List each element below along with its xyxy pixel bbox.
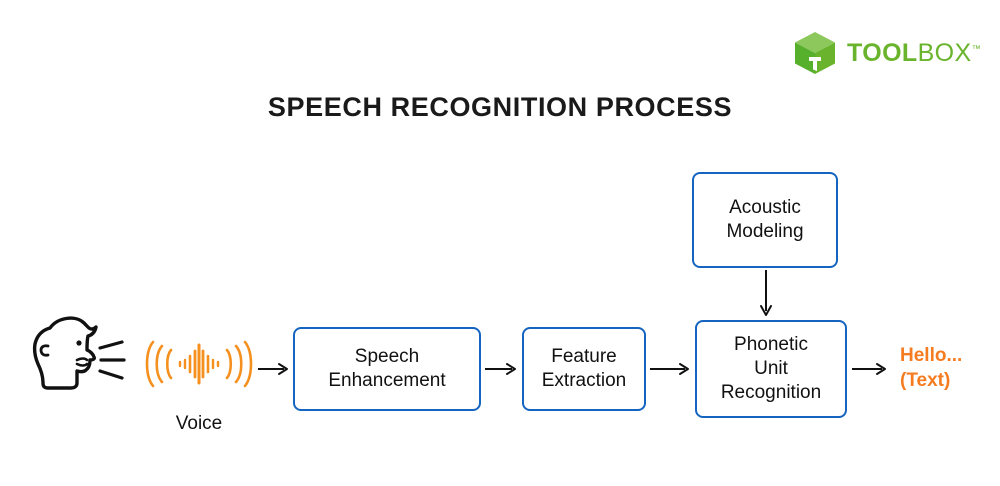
box-label-line3: Recognition xyxy=(720,382,822,404)
page-title: SPEECH RECOGNITION PROCESS xyxy=(267,92,733,122)
process-box-speech-enhancement[interactable]: Speech Enhancement xyxy=(293,327,481,411)
box-label-line1: Feature xyxy=(551,345,617,367)
box-label-line2: Modeling xyxy=(726,221,804,242)
box-label-line1: Speech xyxy=(354,345,420,367)
output-text: Hello... (Text) xyxy=(900,344,962,393)
toolbox-cube-icon xyxy=(795,32,835,74)
box-label-line2: Enhancement xyxy=(328,370,446,391)
box-label: Acoustic Modeling xyxy=(726,196,803,245)
box-label: Phonetic Unit Recognition xyxy=(721,333,821,406)
box-label-line1: Phonetic xyxy=(734,333,808,355)
voice-label: Voice xyxy=(175,413,223,434)
sound-wave-icon xyxy=(145,340,253,388)
output-text-line1: Hello... xyxy=(900,345,963,366)
process-box-feature-extraction[interactable]: Feature Extraction xyxy=(522,327,646,411)
arrow-acoustic-modeling-to-phonetic-unit-recognition xyxy=(760,270,772,316)
arrow-phonetic-unit-recognition-to-output xyxy=(852,362,888,376)
brand-name-bold: TOOL xyxy=(847,38,918,67)
brand-name-light: BOX xyxy=(917,38,972,67)
box-label-line2: Unit xyxy=(754,357,788,379)
output-text-line2: (Text) xyxy=(900,369,951,391)
process-box-acoustic-modeling[interactable]: Acoustic Modeling xyxy=(692,172,838,268)
box-label: Feature Extraction xyxy=(542,345,626,394)
box-label-line2: Extraction xyxy=(541,370,627,391)
process-box-phonetic-unit-recognition[interactable]: Phonetic Unit Recognition xyxy=(695,320,847,418)
box-label-line1: Acoustic xyxy=(729,196,801,218)
arrow-voice-to-speech-enhancement xyxy=(258,362,290,376)
brand-logo: TOOLBOX™ xyxy=(792,30,981,76)
trademark-symbol: ™ xyxy=(971,43,981,54)
arrow-feature-extraction-to-phonetic-unit-recognition xyxy=(650,362,691,376)
speaking-head-icon xyxy=(32,316,126,390)
brand-wordmark: TOOLBOX™ xyxy=(847,38,981,67)
arrow-speech-enhancement-to-feature-extraction xyxy=(485,362,518,376)
box-label: Speech Enhancement xyxy=(328,345,445,394)
